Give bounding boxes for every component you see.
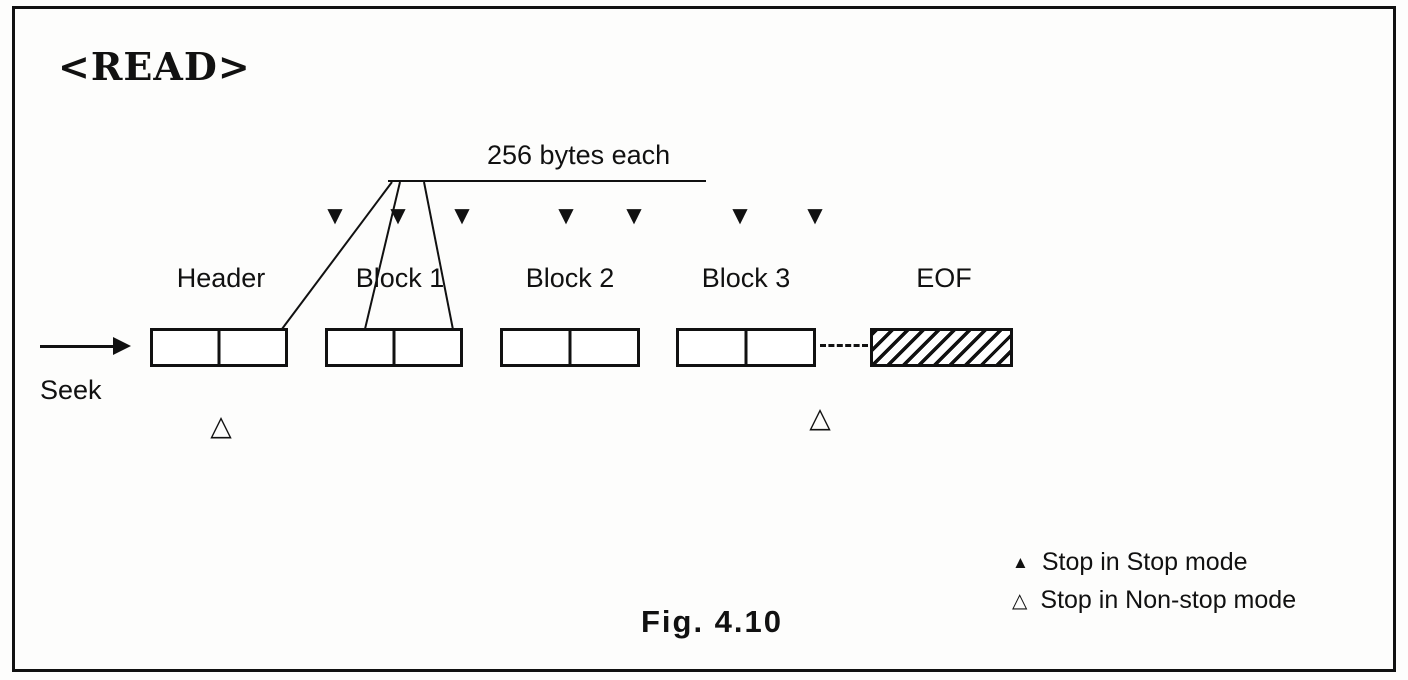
block1-box xyxy=(325,328,463,367)
stop-marker-icon: ▼ xyxy=(322,200,348,230)
dashed-connector xyxy=(820,344,868,347)
cell-divider xyxy=(568,331,572,364)
figure-border xyxy=(12,6,1396,672)
eof-box xyxy=(870,328,1013,367)
stop-marker-icon: ▼ xyxy=(802,200,828,230)
cell-divider xyxy=(392,331,396,364)
legend-stop-mode-label: Stop in Stop mode xyxy=(1041,548,1248,576)
cell-divider xyxy=(744,331,748,364)
segment-label-header: Header xyxy=(176,263,266,293)
block2-box xyxy=(500,328,640,367)
segment-label-eof: EOF xyxy=(916,263,972,293)
stop-marker-icon: ▼ xyxy=(385,200,411,230)
stop-mode-icon: ▲ xyxy=(1012,553,1029,572)
nonstop-marker-icon: △ xyxy=(809,402,831,433)
legend-nonstop-mode-label: Stop in Non-stop mode xyxy=(1040,586,1297,614)
segment-label-block1: Block 1 xyxy=(355,263,445,293)
header-box xyxy=(150,328,288,367)
segment-label-block2: Block 2 xyxy=(525,263,615,293)
segment-label-block3: Block 3 xyxy=(701,263,791,293)
stop-marker-icon: ▼ xyxy=(553,200,579,230)
bytes-per-block-label: 256 bytes each xyxy=(487,140,671,170)
legend-stop-mode: ▲ Stop in Stop mode xyxy=(1012,548,1248,577)
figure-caption: Fig. 4.10 xyxy=(640,604,784,639)
figure-title: <READ> xyxy=(58,44,251,89)
legend-nonstop-mode: △ Stop in Non-stop mode xyxy=(1012,586,1296,615)
seek-label: Seek xyxy=(40,375,102,405)
seek-arrow-line xyxy=(40,345,120,348)
nonstop-marker-icon: △ xyxy=(210,410,232,441)
stop-marker-icon: ▼ xyxy=(727,200,753,230)
cell-divider xyxy=(217,331,221,364)
block3-box xyxy=(676,328,816,367)
seek-arrow-icon xyxy=(113,337,131,355)
stop-marker-icon: ▼ xyxy=(449,200,475,230)
stop-marker-icon: ▼ xyxy=(621,200,647,230)
nonstop-mode-icon: △ xyxy=(1012,589,1028,612)
